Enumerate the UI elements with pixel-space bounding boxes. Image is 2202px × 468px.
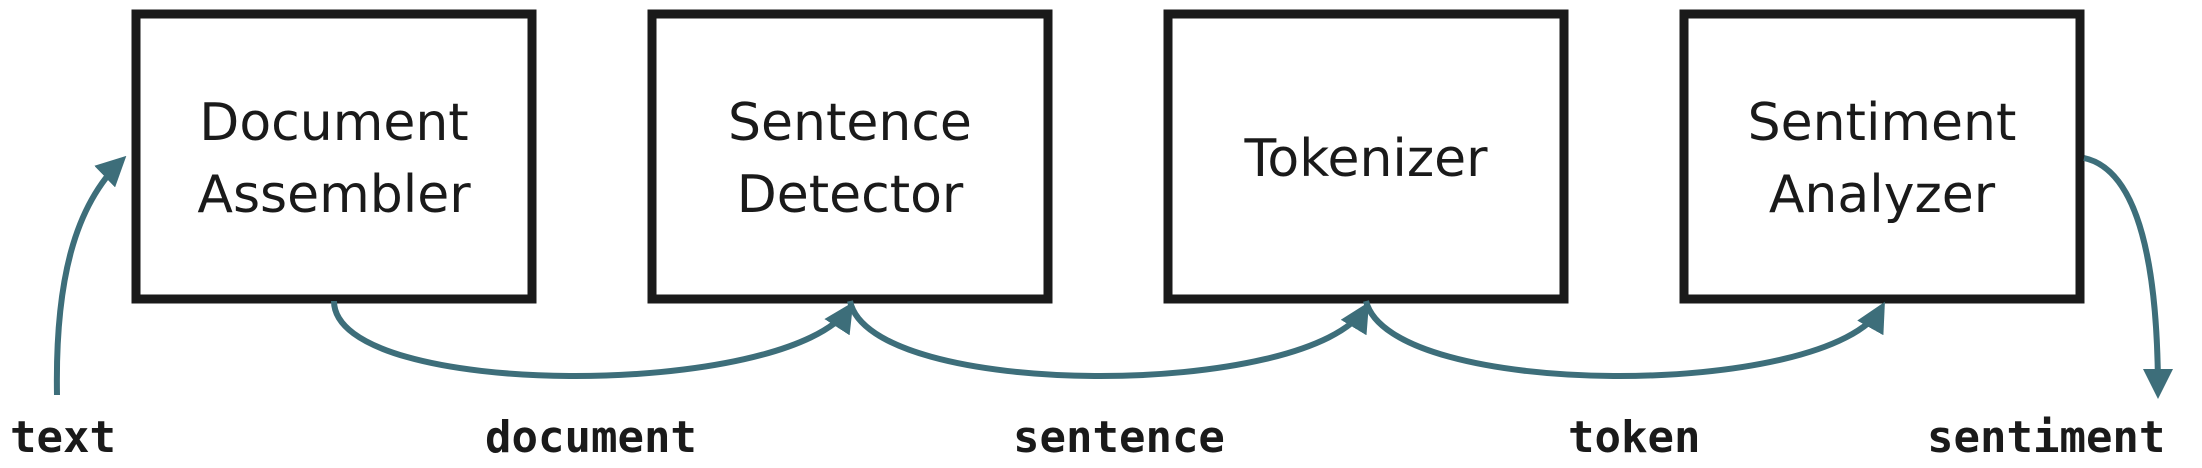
output-arrow <box>2083 155 2173 399</box>
stage-label-sentence-detector-line2: Detector <box>737 165 964 225</box>
input-arrow <box>53 155 127 396</box>
stage-box-tokenizer <box>1163 9 1569 304</box>
flow-arrow-token <box>1363 300 1885 379</box>
stage-label-tokenizer: Tokenizer <box>1243 129 1488 189</box>
output-label-sentiment: sentiment <box>1927 412 2165 463</box>
flow-arrow-document <box>331 300 854 379</box>
output-label-token: token <box>1568 412 1700 463</box>
stage-box-document-assembler <box>131 9 537 304</box>
stage-label-sentiment-analyzer-line2: Analyzer <box>1769 165 1996 225</box>
stage-label-sentiment-analyzer-line1: Sentiment <box>1748 93 2017 153</box>
stage-label-document-assembler-line2: Assembler <box>197 165 471 225</box>
stage-label-sentence-detector-line1: Sentence <box>728 93 972 153</box>
stage-box-sentiment-analyzer <box>1679 9 2085 304</box>
output-label-sentence: sentence <box>1013 412 1225 463</box>
flow-arrow-sentence <box>847 300 1370 379</box>
input-label-text: text <box>10 412 116 463</box>
stage-box-sentence-detector <box>647 9 1053 304</box>
stage-label-document-assembler-line1: Document <box>199 93 468 153</box>
output-label-document: document <box>485 412 697 463</box>
